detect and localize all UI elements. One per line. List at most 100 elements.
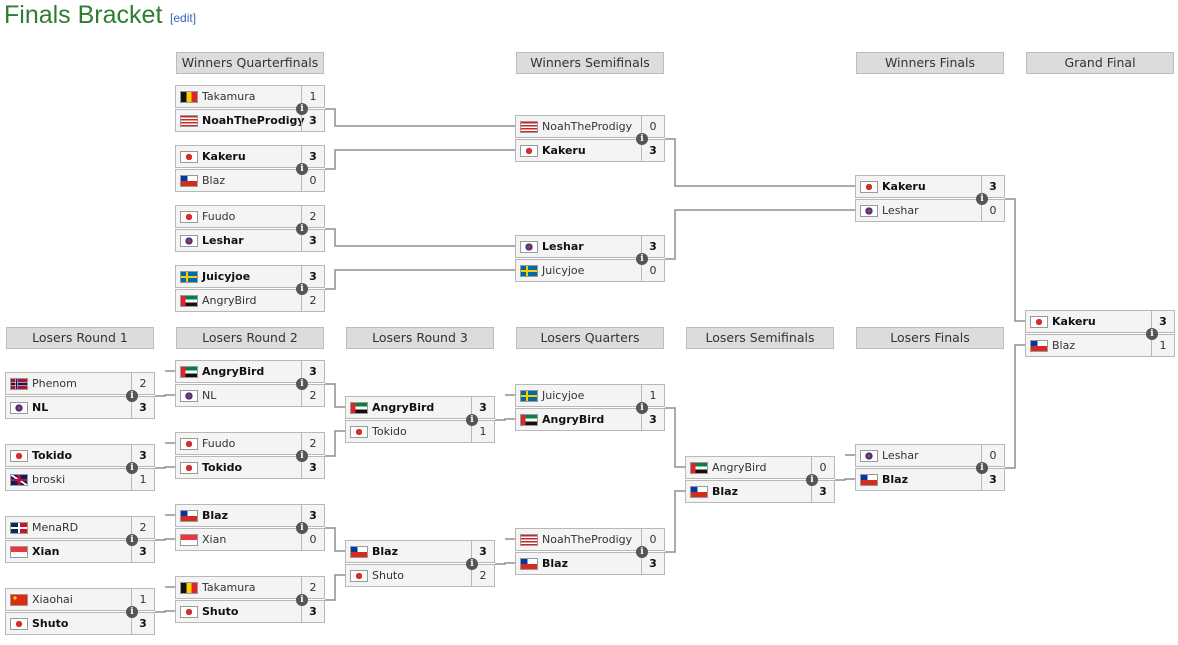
player-score: 2 — [131, 517, 154, 538]
player-name: Leshar — [882, 449, 919, 462]
info-icon[interactable]: i — [126, 390, 138, 402]
info-icon[interactable]: i — [296, 594, 308, 606]
bracket-connector — [325, 430, 345, 457]
bracket-connector — [325, 149, 515, 170]
flag-kr-icon — [180, 390, 198, 402]
round-header: Grand Final — [1026, 52, 1174, 74]
round-header: Losers Semifinals — [686, 327, 834, 349]
player-score: 0 — [301, 170, 324, 191]
info-icon[interactable]: i — [636, 402, 648, 414]
player-name: Fuudo — [202, 210, 236, 223]
info-icon[interactable]: i — [296, 223, 308, 235]
flag-jp-icon — [10, 618, 28, 630]
player-score: 1 — [301, 86, 324, 107]
info-icon[interactable]: i — [466, 414, 478, 426]
info-icon[interactable]: i — [296, 450, 308, 462]
player-score: 3 — [301, 146, 324, 167]
round-header: Losers Finals — [856, 327, 1004, 349]
player-score: 3 — [131, 445, 154, 466]
flag-jp-icon — [350, 426, 368, 438]
player-score: 3 — [131, 541, 154, 562]
round-header: Losers Round 2 — [176, 327, 324, 349]
flag-cn-icon — [10, 594, 28, 606]
bracket-connector — [155, 394, 175, 397]
info-icon[interactable]: i — [976, 462, 988, 474]
flag-jp-icon — [860, 181, 878, 193]
info-icon[interactable]: i — [126, 534, 138, 546]
player-score: 2 — [301, 206, 324, 227]
player-name: NoahTheProdigy — [542, 120, 633, 133]
bracket-connector — [155, 538, 175, 541]
player-score: 3 — [811, 481, 834, 502]
bracket-connector — [325, 527, 345, 552]
edit-link[interactable]: [edit] — [170, 11, 197, 25]
flag-jp-icon — [180, 438, 198, 450]
bracket-connector — [665, 490, 685, 553]
flag-se-icon — [520, 390, 538, 402]
player-name: Tokido — [202, 461, 243, 474]
player-score: 2 — [301, 577, 324, 598]
player-score: 3 — [301, 505, 324, 526]
info-icon[interactable]: i — [296, 103, 308, 115]
player-score: 3 — [641, 140, 664, 161]
player-score: 0 — [641, 529, 664, 550]
flag-ae-icon — [520, 414, 538, 426]
round-header: Winners Quarterfinals — [176, 52, 324, 74]
flag-jp-icon — [520, 145, 538, 157]
player-name: NoahTheProdigy — [202, 114, 305, 127]
bracket-connector — [155, 466, 175, 469]
player-name: AngryBird — [372, 401, 435, 414]
info-icon[interactable]: i — [296, 522, 308, 534]
info-icon[interactable]: i — [126, 606, 138, 618]
info-icon[interactable]: i — [466, 558, 478, 570]
info-icon[interactable]: i — [296, 163, 308, 175]
round-header: Losers Quarters — [516, 327, 664, 349]
player-score: 0 — [981, 445, 1004, 466]
edit-link-label[interactable]: edit — [173, 11, 193, 25]
info-icon[interactable]: i — [976, 193, 988, 205]
info-icon[interactable]: i — [806, 474, 818, 486]
player-score: 2 — [471, 565, 494, 586]
info-icon[interactable]: i — [296, 283, 308, 295]
player-name: Fuudo — [202, 437, 236, 450]
info-icon[interactable]: i — [296, 378, 308, 390]
player-score: 1 — [1151, 335, 1174, 356]
info-icon[interactable]: i — [636, 133, 648, 145]
info-icon[interactable]: i — [126, 462, 138, 474]
flag-be-icon — [180, 582, 198, 594]
player-name: Phenom — [32, 377, 77, 390]
flag-do-icon — [10, 522, 28, 534]
info-icon[interactable]: i — [636, 253, 648, 265]
info-icon[interactable]: i — [636, 546, 648, 558]
player-score: 2 — [301, 385, 324, 406]
round-header: Winners Semifinals — [516, 52, 664, 74]
bracket-connector — [325, 383, 345, 408]
flag-jp-icon — [180, 606, 198, 618]
info-icon[interactable]: i — [1146, 328, 1158, 340]
flag-cl-icon — [1030, 340, 1048, 352]
flag-kr-icon — [860, 450, 878, 462]
player-score: 1 — [131, 589, 154, 610]
